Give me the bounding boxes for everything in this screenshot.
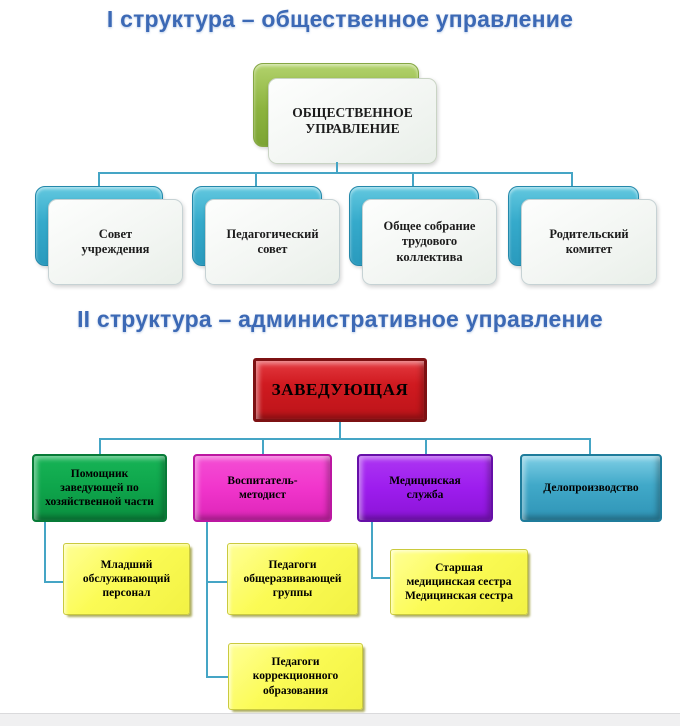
org1-child-label: Родительский комитет [549,226,629,256]
connector-line [589,438,591,455]
org2-node-medical-service: Медицинская служба [357,454,493,522]
connector-line [99,438,591,440]
org2-node-nurses: Старшая медицинская сестра Медицинская с… [390,549,528,615]
org2-node-general-group-teachers: Педагоги общеразвивающей группы [227,543,358,615]
org1-child-front-panel: Родительский комитет [521,199,657,285]
page-footer-strip [0,713,680,726]
connector-line [44,581,64,583]
connector-line [98,172,100,188]
org1-child-front-panel: Совет учреждения [48,199,183,285]
org1-child-label: Педагогический совет [226,226,319,256]
org1-root-front-panel: ОБЩЕСТВЕННОЕ УПРАВЛЕНИЕ [268,78,437,164]
section2-title: II структура – административное управлен… [77,306,603,332]
org2-node-junior-staff: Младший обслуживающий персонал [63,543,190,615]
org2-node-label: Воспитатель- методист [227,474,298,501]
connector-line [425,438,427,455]
connector-line [371,522,373,579]
connector-line [206,676,229,678]
connector-line [206,581,228,583]
org2-node-methodist: Воспитатель- методист [193,454,332,522]
org2-node-label: Медицинская служба [389,474,461,501]
connector-line [339,422,341,439]
org2-node-label: Делопроизводство [543,481,639,494]
connector-line [571,172,573,188]
org1-child-label: Общее собрание трудового коллектива [383,219,476,264]
org1-root-label: ОБЩЕСТВЕННОЕ УПРАВЛЕНИЕ [292,104,413,136]
org2-node-household-assistant: Помощник заведующей по хозяйственной час… [32,454,167,522]
connector-line [255,172,257,188]
org2-root-node-head: ЗАВЕДУЮЩАЯ [253,358,427,422]
org2-node-label: Старшая медицинская сестра Медицинская с… [405,561,513,602]
connector-line [412,172,414,188]
org2-node-clerical-work: Делопроизводство [520,454,662,522]
org1-child-front-panel: Педагогический совет [205,199,340,285]
connector-line [371,577,391,579]
org2-node-label: Помощник заведующей по хозяйственной час… [45,467,154,508]
org2-root-label: ЗАВЕДУЮЩАЯ [271,379,409,399]
connector-line [336,162,338,174]
connector-line [44,522,46,583]
connector-line [262,438,264,455]
org1-child-label: Совет учреждения [81,226,150,256]
org2-node-correctional-teachers: Педагоги коррекционного образования [228,643,363,710]
org1-child-front-panel: Общее собрание трудового коллектива [362,199,497,285]
org2-node-label: Младший обслуживающий персонал [82,558,171,599]
section1-title: I структура – общественное управление [106,6,574,32]
connector-line [98,172,573,174]
connector-line [99,438,101,455]
org2-node-label: Педагоги общеразвивающей группы [243,558,342,599]
connector-line [206,522,208,678]
org2-node-label: Педагоги коррекционного образования [252,656,339,697]
